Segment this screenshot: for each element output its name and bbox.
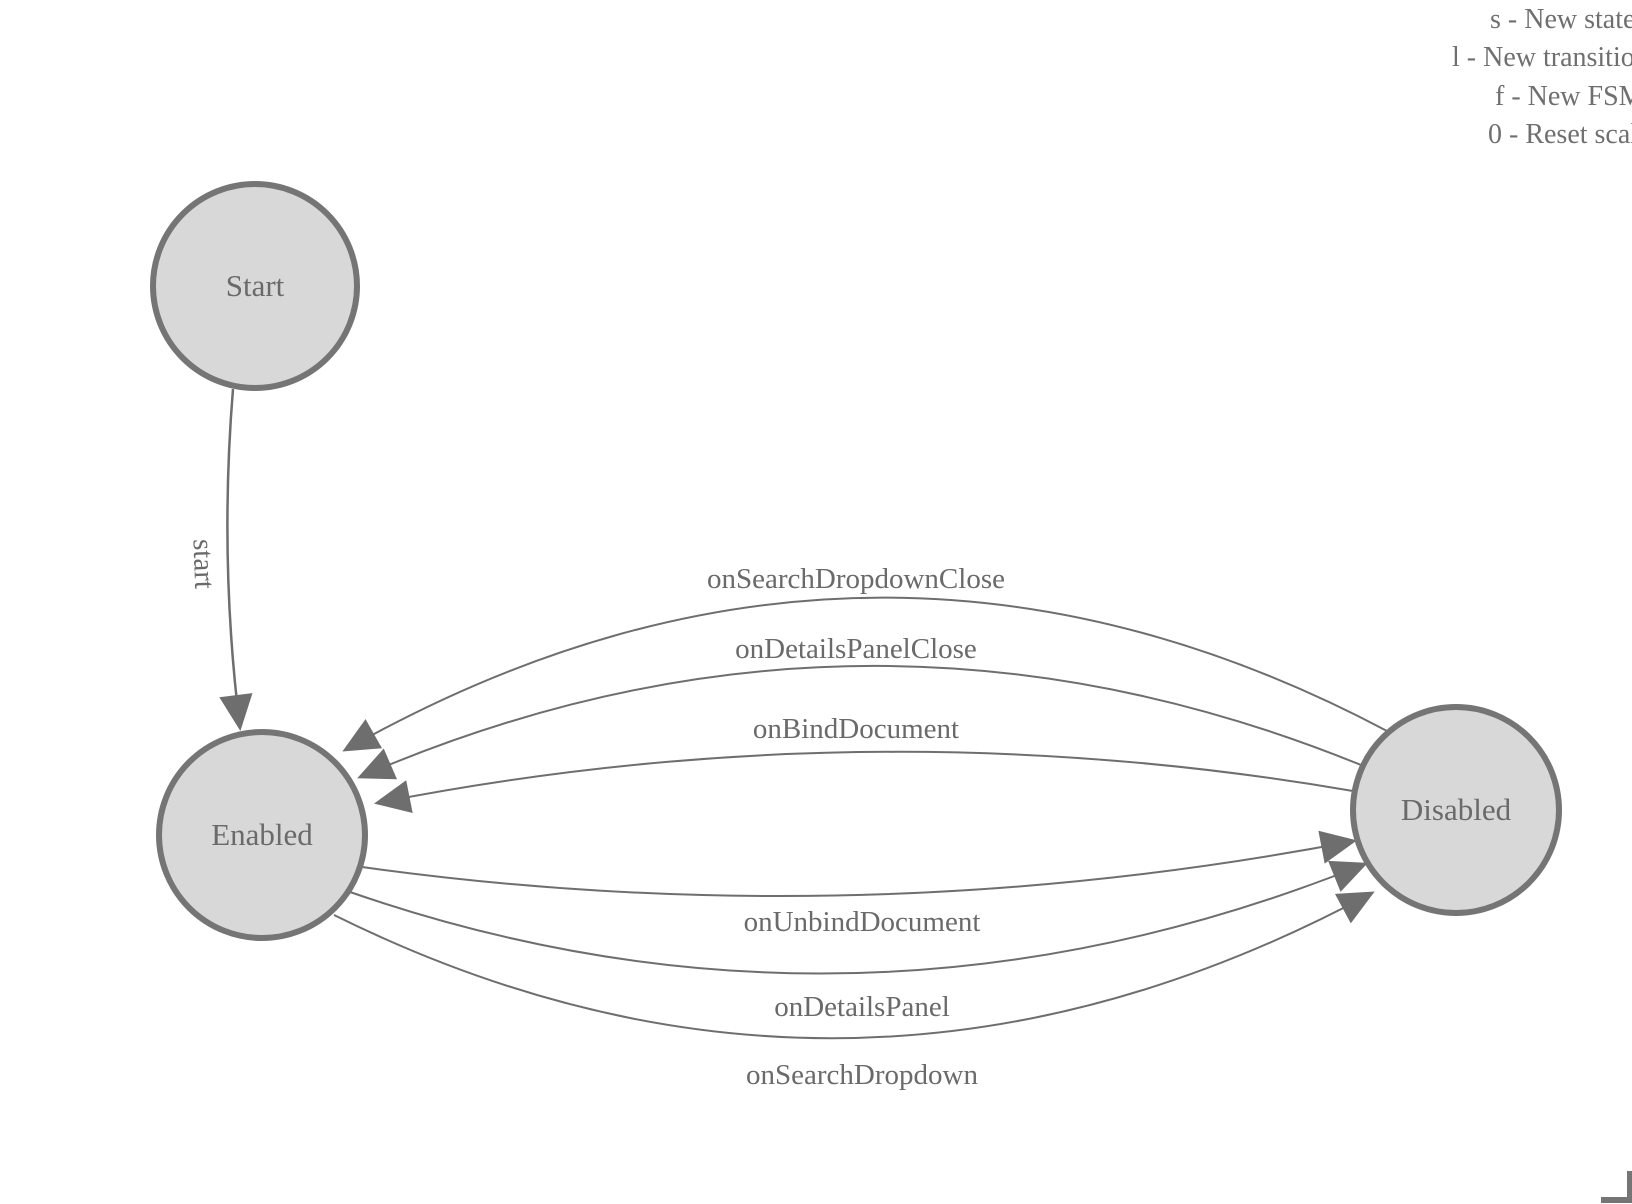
edge-onBindDocument[interactable]: [374, 750, 1354, 814]
edge-onSearchDropdown[interactable]: [333, 891, 1375, 1040]
state-disabled[interactable]: Disabled: [1350, 704, 1562, 916]
help-line-new-transition: l - New transition: [1452, 42, 1632, 73]
edge-start-to-enabled[interactable]: [219, 388, 253, 732]
state-disabled-circle[interactable]: [1350, 704, 1562, 916]
help-line-reset-scale: 0 - Reset scale: [1488, 119, 1632, 150]
edge-label-onDetailsPanel[interactable]: onDetailsPanel: [774, 991, 950, 1023]
edge-label-onSearchDropdownClose[interactable]: onSearchDropdownClose: [707, 563, 1005, 595]
edge-label-onDetailsPanelClose[interactable]: onDetailsPanelClose: [735, 633, 977, 665]
state-start[interactable]: Start: [150, 181, 360, 391]
help-line-new-state: s - New state: [1490, 4, 1632, 35]
state-start-circle[interactable]: [150, 181, 360, 391]
state-enabled[interactable]: Enabled: [156, 729, 368, 941]
state-enabled-circle[interactable]: [156, 729, 368, 941]
edge-onUnbindDocument[interactable]: [361, 830, 1357, 897]
corner-mark-vertical: [1627, 1171, 1632, 1203]
state-start-label: Start: [226, 268, 285, 303]
edge-onDetailsPanel[interactable]: [349, 860, 1368, 975]
corner-mark-horizontal: [1601, 1197, 1632, 1203]
state-enabled-label: Enabled: [211, 817, 313, 852]
edge-label-start[interactable]: start: [186, 538, 220, 589]
corner-mark: [1601, 1171, 1632, 1203]
state-disabled-label: Disabled: [1401, 792, 1512, 827]
edge-label-onBindDocument[interactable]: onBindDocument: [753, 713, 959, 745]
edge-label-onSearchDropdown[interactable]: onSearchDropdown: [746, 1059, 978, 1091]
edge-onDetailsPanelClose[interactable]: [357, 664, 1362, 780]
edge-onSearchDropdownClose[interactable]: [342, 596, 1388, 752]
help-line-new-fsm: f - New FSM: [1495, 81, 1632, 112]
edge-label-onUnbindDocument[interactable]: onUnbindDocument: [744, 906, 981, 938]
shortcut-help: s - New state l - New transition f - New…: [1452, 4, 1632, 150]
